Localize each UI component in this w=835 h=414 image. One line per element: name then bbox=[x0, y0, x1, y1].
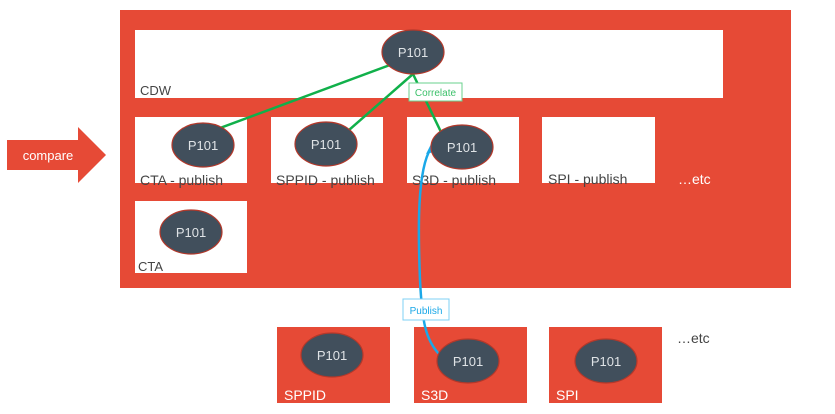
node-sppid-publish bbox=[294, 121, 358, 167]
node-label: P101 bbox=[447, 140, 477, 155]
node-label: P101 bbox=[398, 45, 428, 60]
node-s3d-publish bbox=[430, 124, 494, 170]
node-label: P101 bbox=[317, 348, 347, 363]
source-label: SPI bbox=[556, 387, 579, 403]
publish-tag: Publish bbox=[402, 298, 450, 321]
node-cta-publish bbox=[171, 122, 235, 168]
node-cdw bbox=[381, 29, 445, 75]
source-label: S3D bbox=[421, 387, 448, 403]
compare-label: compare bbox=[23, 148, 74, 163]
node-source-sppid bbox=[300, 332, 364, 378]
publish-box-label: SPI - publish bbox=[548, 171, 627, 187]
publish-box-label: CTA - publish bbox=[140, 172, 223, 188]
correlate-line-cta bbox=[211, 63, 391, 133]
node-label: P101 bbox=[311, 137, 341, 152]
correlate-tag: Correlate bbox=[408, 82, 463, 102]
node-label: P101 bbox=[591, 354, 621, 369]
compare-arrow: compare bbox=[7, 127, 106, 183]
node-source-spi bbox=[574, 338, 638, 384]
node-cta bbox=[159, 209, 223, 255]
source-label: SPPID bbox=[284, 387, 326, 403]
node-label: P101 bbox=[176, 225, 206, 240]
cdw-label: CDW bbox=[140, 83, 172, 98]
correlate-label: Correlate bbox=[415, 88, 457, 99]
publish-box-spi: SPI - publish bbox=[542, 117, 655, 187]
node-source-s3d bbox=[436, 338, 500, 384]
publish-label: Publish bbox=[410, 306, 443, 317]
etc-inner: …etc bbox=[678, 171, 711, 187]
correlate-line-sppid bbox=[348, 73, 414, 131]
node-label: P101 bbox=[453, 354, 483, 369]
cta-label: CTA bbox=[138, 259, 163, 274]
etc-outer: …etc bbox=[677, 330, 710, 346]
publish-box-label: S3D - publish bbox=[412, 172, 496, 188]
publish-box-label: SPPID - publish bbox=[276, 172, 375, 188]
node-label: P101 bbox=[188, 138, 218, 153]
publish-line bbox=[417, 147, 441, 356]
